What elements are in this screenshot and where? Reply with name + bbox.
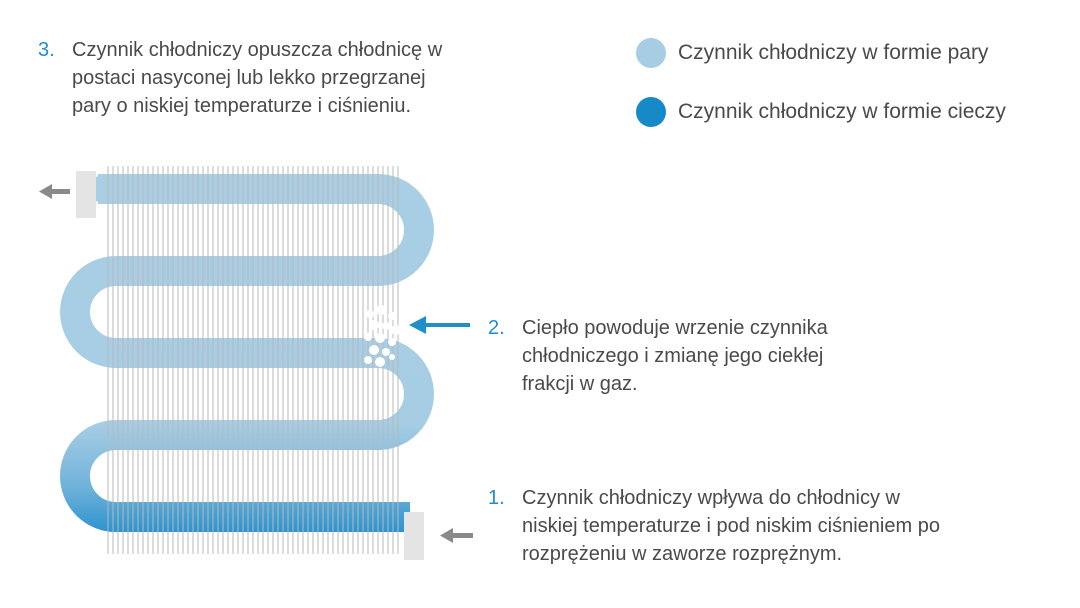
outlet-connector: [76, 171, 96, 218]
inlet-connector: [404, 512, 424, 560]
cooling-fins: [107, 166, 399, 554]
step-1-number: 1.: [488, 487, 505, 509]
outlet-arrow-icon: [39, 184, 70, 199]
heat-arrow-icon: [409, 316, 470, 334]
step-1-text: Czynnik chłodniczy wpływa do chłodnicy w…: [522, 487, 940, 565]
vapor-color-dot: [636, 38, 666, 68]
liquid-color-dot: [636, 97, 666, 127]
step-2-description: 2. Ciepło powoduje wrzenie czynnika chło…: [488, 314, 908, 398]
legend-vapor-label: Czynnik chłodniczy w formie pary: [678, 41, 989, 64]
step-2-number: 2.: [488, 317, 505, 339]
outlet-taper: [94, 176, 130, 202]
step-3-text: Czynnik chłodniczy opuszcza chłodnicę w …: [72, 39, 443, 117]
boiling-bubbles: [364, 305, 401, 367]
refrigerant-coil: [60, 174, 434, 532]
step-1-description: 1. Czynnik chłodniczy wpływa do chłodnic…: [488, 484, 1048, 568]
step-2-text: Ciepło powoduje wrzenie czynnika chłodni…: [522, 317, 828, 395]
inlet-arrow-icon: [440, 528, 473, 543]
legend-liquid-label: Czynnik chłodniczy w formie cieczy: [678, 100, 1006, 123]
legend-vapor: Czynnik chłodniczy w formie pary: [636, 38, 988, 68]
step-3-number: 3.: [38, 39, 55, 61]
step-3-description: 3. Czynnik chłodniczy opuszcza chłodnicę…: [38, 36, 538, 120]
legend-liquid: Czynnik chłodniczy w formie cieczy: [636, 97, 1006, 127]
